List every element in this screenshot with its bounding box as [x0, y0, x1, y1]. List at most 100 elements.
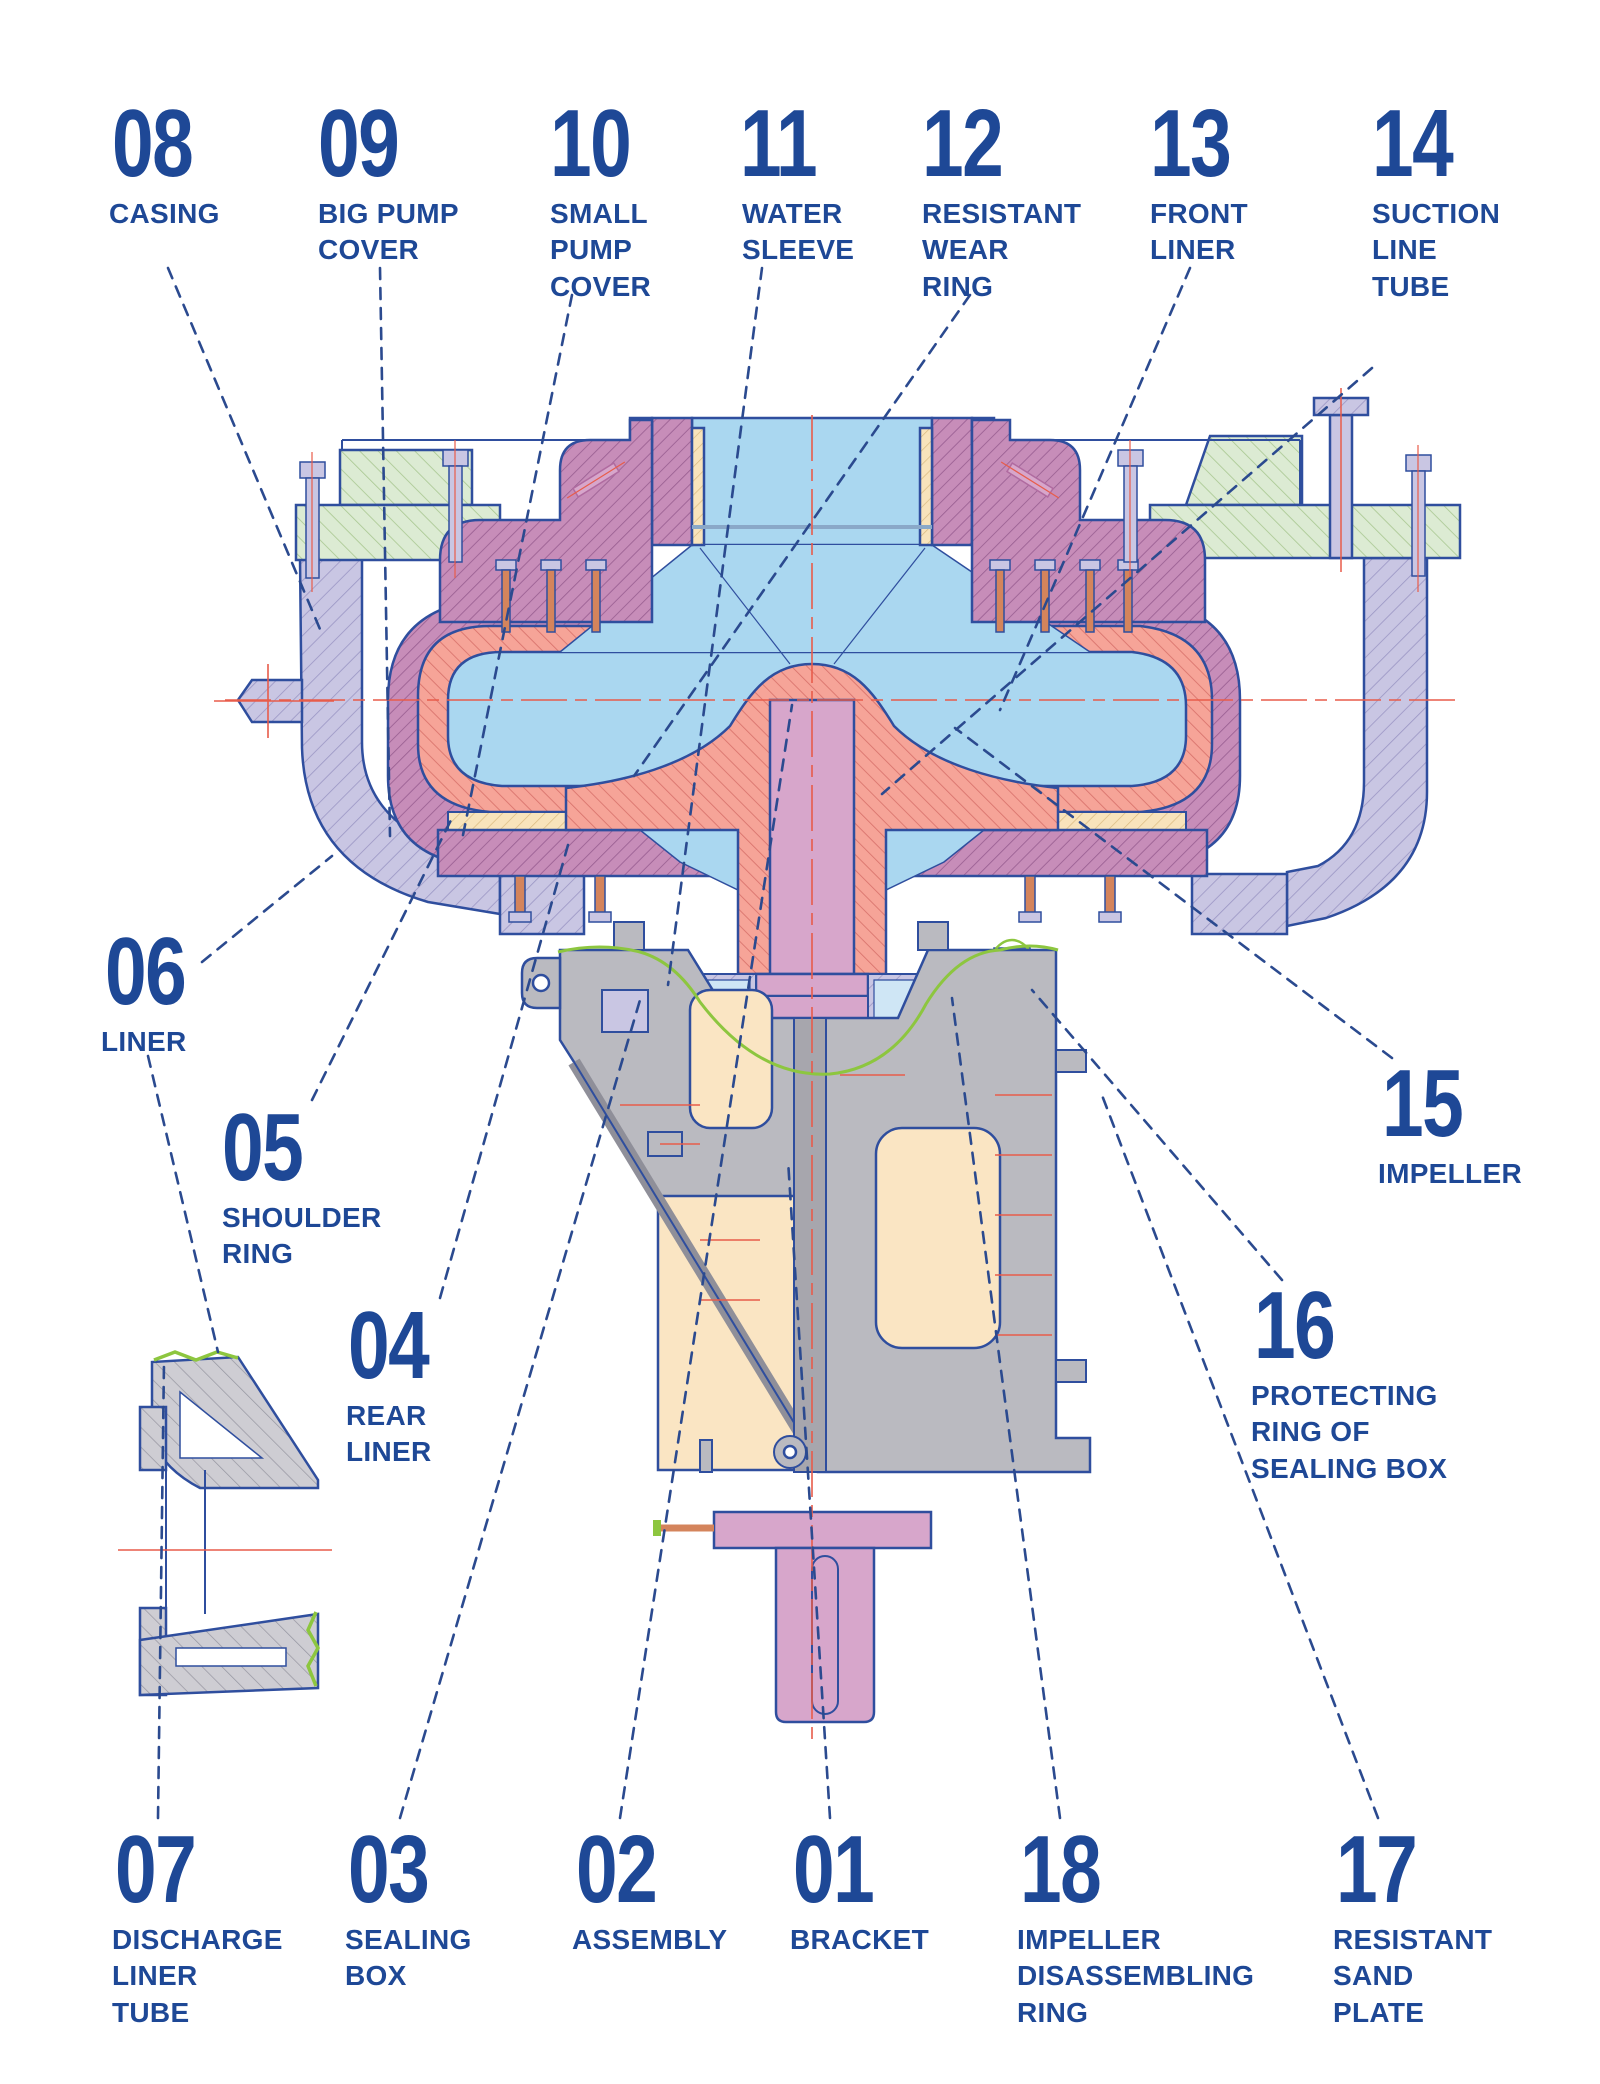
part-number-05: 05	[222, 1094, 304, 1201]
part-number-04: 04	[348, 1292, 430, 1399]
part-name-18: IMPELLER DISASSEMBLING RING	[1017, 1924, 1255, 2028]
part-name-17: RESISTANT SAND PLATE	[1333, 1924, 1493, 2028]
leader-line-16	[1030, 988, 1284, 1282]
part-number-02: 02	[576, 1816, 658, 1923]
machined-joint-highlight	[557, 944, 1059, 1076]
part-name-09: BIG PUMP COVER	[318, 198, 459, 266]
shaft-coupling	[653, 1510, 933, 1724]
wear-ring-strip-right	[918, 426, 934, 547]
leader-line-13	[998, 266, 1192, 712]
leader-line-07	[156, 1360, 166, 1820]
part-number-12: 12	[922, 90, 1004, 197]
inlet-flare-fluid	[560, 545, 1090, 652]
leader-line-01	[786, 1158, 832, 1820]
part-number-01: 01	[793, 1816, 875, 1923]
bracket-bolt	[613, 921, 645, 951]
part-number-10: 10	[550, 90, 632, 197]
side-bolt	[1055, 1049, 1087, 1073]
bracket-web	[793, 1017, 827, 1473]
suction-inlet	[559, 416, 1091, 665]
leader-line-14	[880, 366, 1374, 796]
bracket-bolt	[917, 921, 949, 951]
part-name-01: BRACKET	[790, 1924, 929, 1955]
part-number-08: 08	[112, 90, 194, 197]
flange-bolts	[299, 440, 1432, 592]
part-name-02: ASSEMBLY	[572, 1924, 728, 1955]
discharge-liner-tube-detail	[138, 1350, 321, 1697]
leader-line-15	[953, 726, 1394, 1060]
leader-line-09	[378, 266, 392, 838]
inlet-wall-right	[930, 416, 974, 547]
part-name-15: IMPELLER	[1378, 1158, 1522, 1189]
leader-line-04	[438, 843, 570, 1300]
part-name-13: FRONT LINER	[1150, 198, 1248, 266]
leader-line-02	[618, 703, 794, 1820]
leader-line-18	[950, 996, 1062, 1820]
dowel-marks	[566, 461, 1060, 499]
leader-line-06	[200, 854, 334, 964]
inlet-wall-left	[650, 416, 694, 547]
centerlines	[118, 415, 1460, 1742]
part-number-07: 07	[115, 1816, 197, 1923]
part-name-10: SMALL PUMP COVER	[550, 198, 652, 302]
leader-line-17	[1098, 1088, 1380, 1820]
part-number-15: 15	[1382, 1050, 1464, 1157]
flange-plate-right	[1148, 434, 1462, 560]
leader-line-12	[632, 293, 972, 778]
part-number-06: 06	[105, 918, 187, 1025]
part-name-08: CASING	[109, 198, 220, 229]
part-name-12: RESISTANT WEAR RING	[922, 198, 1082, 302]
bracket-window-upper	[688, 988, 774, 1130]
part-number-16: 16	[1254, 1272, 1336, 1379]
side-bolt	[1055, 1359, 1087, 1383]
part-number-14: 14	[1372, 90, 1454, 197]
part-number-03: 03	[348, 1816, 430, 1923]
leader-line-05	[310, 816, 454, 1102]
part-name-11: WATER SLEEVE	[742, 198, 855, 266]
leader-line-08	[166, 266, 324, 636]
leader-line-03	[398, 998, 642, 1820]
part-name-07: DISCHARGE LINER TUBE	[112, 1924, 283, 2028]
part-name-03: SEALING BOX	[345, 1924, 472, 1992]
part-name-06: LINER	[101, 1026, 187, 1057]
cover-flange-bolts	[495, 559, 1139, 633]
part-number-18: 18	[1020, 1816, 1102, 1923]
bracket	[520, 921, 1092, 1474]
part-number-09: 09	[318, 90, 400, 197]
wear-ring-strip-left	[690, 426, 706, 547]
part-number-17: 17	[1336, 1816, 1418, 1923]
big-pump-cover	[970, 418, 1207, 624]
leader-lines	[146, 266, 1394, 1820]
casing-right-shell	[1190, 556, 1429, 936]
bracket-window-right	[874, 1126, 1002, 1350]
part-number-13: 13	[1150, 90, 1232, 197]
leader-line-10	[460, 293, 574, 842]
leader-line-11	[666, 266, 764, 987]
part-name-16: PROTECTING RING OF SEALING BOX	[1251, 1380, 1448, 1484]
part-name-05: SHOULDER RING	[222, 1202, 382, 1270]
part-name-14: SUCTION LINE TUBE	[1372, 198, 1501, 302]
part-number-11: 11	[740, 90, 818, 197]
part-name-04: REAR LINER	[346, 1400, 432, 1468]
bracket-pad	[601, 989, 649, 1033]
